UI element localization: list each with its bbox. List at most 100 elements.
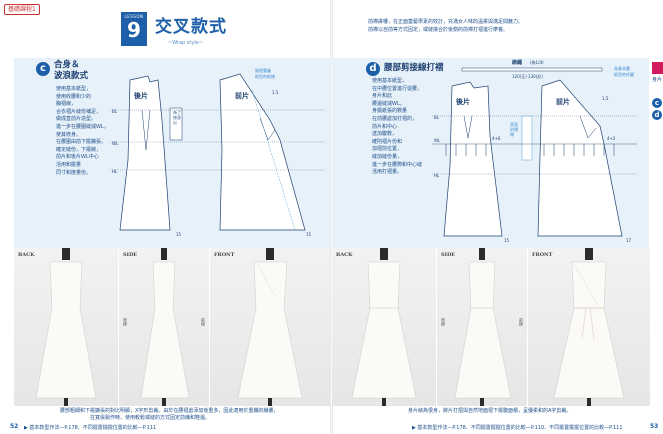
page-number: 53 — [650, 423, 659, 430]
instruction-step: 確定縫份，下襬線， — [56, 146, 102, 153]
dress-side-illustration — [140, 248, 190, 406]
side-tab-label[interactable]: 身片 — [651, 77, 662, 83]
dress-side-illustration — [454, 248, 512, 406]
label-back: 後片 — [133, 91, 148, 100]
side-tab-dress-icon — [652, 62, 663, 74]
instruction-step: 在中腰位置進行從腰， — [372, 85, 423, 92]
section-title-line1: 合身＆ — [54, 60, 80, 70]
lesson-badge: LESSON 9 — [121, 12, 147, 46]
instruction-step: 使用基本紙型， — [372, 78, 408, 84]
photo-front: FRONT — [528, 248, 651, 406]
page-number: 52 — [10, 423, 19, 430]
fold-mark: 背面對褶線 — [510, 122, 518, 137]
ribbon-dims: 120(正) 130(反) — [512, 73, 543, 79]
instruction-step: 前片和後片WL中心 — [56, 154, 99, 161]
label-m15c: 1.5 — [272, 90, 279, 95]
photo-caption-line2: 在寬張製作時，使用較鬆或縫的方式固定前織和鞋邊。 — [90, 415, 211, 421]
photo-strip: BACK SIDE 背線 前線 FRONT — [332, 248, 651, 406]
photo-back: BACK — [14, 248, 119, 406]
right-page: 前襟膚樓，在正面蓋藝學素的效計，充滿女人味的溫柔與滿足間魅力。 前襟以自前等方式… — [332, 0, 663, 434]
photo-label-back: BACK — [18, 252, 35, 258]
dress-front-illustration — [237, 248, 303, 406]
label-front: 前片 — [556, 97, 570, 106]
label-back: 後片 — [455, 97, 470, 106]
lesson-label: LESSON — [124, 14, 144, 19]
section-title-line2: 波浪款式 — [54, 71, 89, 81]
page-gutter — [330, 0, 333, 434]
instruction-step: 進一步在腰際和中心縫 — [372, 161, 423, 168]
ribbon-note: (為1/4) — [530, 59, 544, 65]
pleat-marks — [445, 144, 615, 156]
instruction-step: 做成直前片造型。 — [56, 116, 97, 123]
instruction-list: 使用基本紙型，在中腰位置進行從腰，身片和此腰邊縫減WL，身擺紙張的數量在前腰處加… — [372, 78, 442, 177]
footer-reference: ▶ 基本款型作法—P.178、不同擺置擺擺位置的比較—P.110、不同擺置擺擺位… — [412, 425, 623, 431]
side-tag-right: 前線 — [519, 318, 524, 326]
photo-caption: 腰部粗細和下襬擴張的對比明顯，X字形剪裁。由於在腰褶處添加後重多，因此適用於重纖… — [60, 408, 320, 422]
footer-reference: ▶ 基本款型作法—P.178、不同擺置檔擺位置的比較—P.111 — [24, 425, 157, 431]
photo-caption-line1: 腰部粗細和下襬擴張的對比明顯，X字形剪裁。由於在腰褶處添加後重多，因此適用於重纖… — [60, 408, 279, 414]
page-title: 交叉款式 — [155, 17, 227, 37]
section-badge: d — [366, 62, 380, 76]
photo-label-side: SIDE — [441, 252, 456, 258]
side-tab-c[interactable]: c — [652, 98, 662, 108]
label-m15b: 1.5 — [602, 96, 609, 101]
label-bl: BL — [112, 109, 118, 114]
intro-text: 前襟膚樓，在正面蓋藝學素的效計，充滿女人味的溫柔與滿足間魅力。 前襟以自前等方式… — [368, 18, 538, 34]
photo-side: SIDE 背線 前線 — [437, 248, 528, 406]
left-page: 基礎課程1 LESSON 9 交叉款式 ~Wrap style~ c 合身＆ 波… — [0, 0, 332, 434]
instruction-step: 腰邊縫減WL， — [372, 100, 405, 107]
label-m15: 15 — [504, 238, 510, 243]
instruction-step: 胸褶線， — [56, 101, 77, 108]
instruction-step: 同寸和度量份。 — [56, 169, 92, 176]
dress-back-illustration — [35, 248, 97, 406]
photo-front: FRONT — [210, 248, 332, 406]
pattern-note: 縫邊重疊 紙型的紙樣 — [255, 68, 275, 79]
label-m15b: 15 — [306, 232, 312, 237]
instruction-step: 進一步在腰圍縫減WL， — [56, 123, 109, 130]
section-badge: c — [36, 62, 50, 76]
pattern-drawing: 綁繩 (為1/4) 120(正) 130(反) 後片 前片 BL WL HL 4… — [432, 59, 637, 243]
instruction-step: 活用打褶量。 — [372, 169, 403, 176]
intro-line2: 前襟以自前等方式固定，或縫接合於後側的前襟打褶進行摩養。 — [368, 27, 509, 33]
dress-front-illustration — [553, 248, 625, 406]
ribbon-title: 綁繩 — [511, 59, 522, 66]
label-m15a: 15 — [176, 232, 182, 237]
instruction-list: 使用基本紙型，使用收腰和少的胸褶線，合衣褶片縫份補足，做成直前片造型。進一步在腰… — [56, 86, 122, 177]
label-front: 前片 — [235, 91, 249, 100]
label-wl: WL — [112, 141, 119, 146]
instruction-step: 使用基本紙型， — [56, 86, 92, 92]
instruction-step: 在前腰處加打褶的， — [372, 115, 418, 122]
pattern-note: 為基本腰 紙型的作圖 — [614, 66, 634, 77]
photo-back: BACK — [332, 248, 437, 406]
pattern-drawing: 後片 前片 BL WL HL 15 15 1.5 — [110, 73, 325, 237]
side-tag-left: 背線 — [123, 318, 128, 326]
instruction-step: 使用收腰和少的 — [56, 93, 92, 100]
label-bl: BL — [434, 115, 440, 120]
instruction-step: 活用和擺量 — [56, 161, 82, 168]
photo-strip: BACK SIDE 背線 前線 FRONT — [0, 248, 332, 406]
photo-label-back: BACK — [336, 252, 353, 258]
side-tag-right: 前線 — [201, 318, 206, 326]
waist-note: 為了修身以 — [173, 110, 181, 125]
side-tag-left: 背線 — [441, 318, 446, 326]
instruction-step: 使其修身。 — [56, 131, 82, 138]
instruction-step: 前片和中心 — [372, 123, 398, 130]
instruction-step: 身擺紙張的數量 — [372, 108, 408, 115]
instruction-step: 送加腹數， — [372, 131, 398, 138]
photo-label-side: SIDE — [123, 252, 138, 258]
photo-label-front: FRONT — [214, 252, 235, 258]
side-tab-d[interactable]: d — [652, 110, 662, 120]
instruction-step: 確則褶片份和 — [372, 138, 403, 145]
instruction-step: 身片和此 — [372, 93, 393, 100]
instruction-step: 合衣褶片縫份補足， — [56, 108, 102, 115]
photo-caption: 身片納為很身，將片打摺與自然地面褶下襬腹面積，呈優柔和的A字剪裁。 — [408, 408, 572, 414]
side-tab-bar — [651, 62, 663, 252]
intro-line1: 前襟膚樓，在正面蓋藝學素的效計，充滿女人味的溫柔與滿足間魅力。 — [368, 19, 524, 25]
label-m17: 17 — [626, 238, 632, 243]
instruction-step: 縫加縫份量， — [372, 153, 403, 160]
label-m1: 4+6 — [492, 136, 501, 141]
lesson-number: 9 — [127, 18, 141, 42]
dress-back-illustration — [351, 248, 417, 406]
label-hl: HL — [112, 169, 118, 174]
label-hl: HL — [434, 173, 440, 178]
